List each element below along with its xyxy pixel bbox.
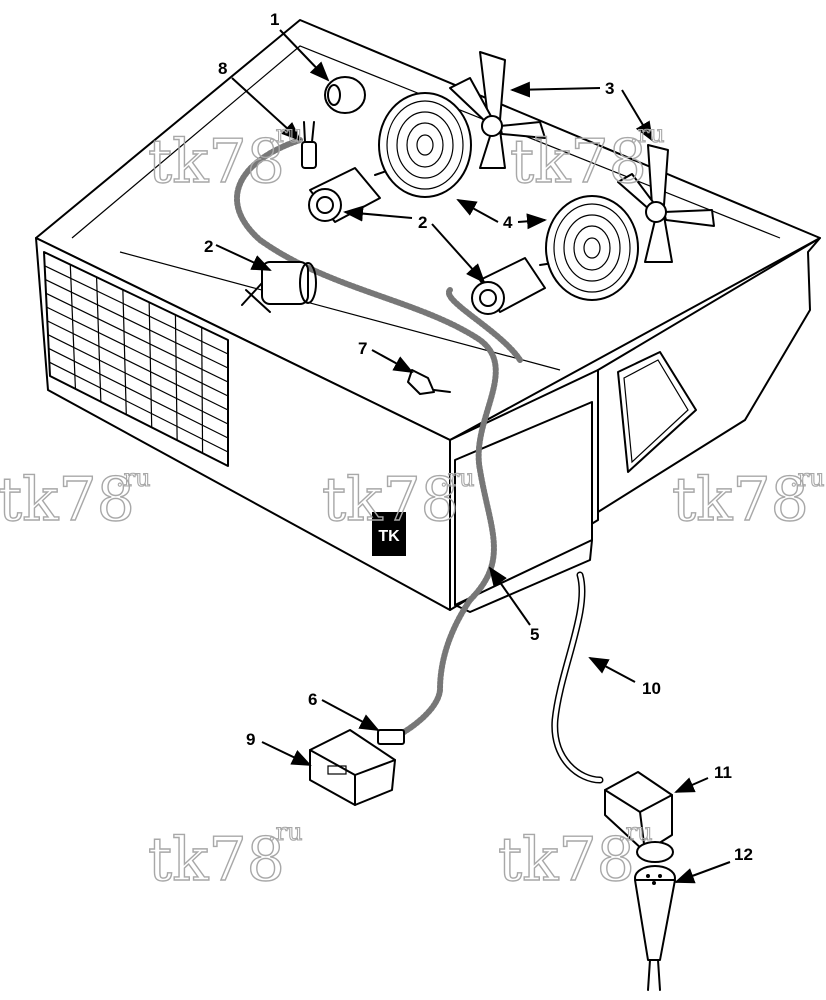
svg-text:tk78: tk78 <box>148 825 285 895</box>
part-fan-guard-lower <box>545 195 639 301</box>
evaporator-housing <box>35 19 821 613</box>
callout-3: 3 <box>605 79 614 98</box>
callout-9: 9 <box>246 730 255 749</box>
grille-divider <box>174 314 178 441</box>
callout-10: 10 <box>642 679 661 698</box>
part-fan-guard-upper <box>378 92 472 198</box>
callout-5: 5 <box>530 625 539 644</box>
grille-divider <box>122 289 127 415</box>
svg-text:tk78: tk78 <box>510 127 647 197</box>
watermark: tk78 .ru <box>321 463 475 535</box>
grille-slat <box>47 334 229 425</box>
part-capacitor <box>324 76 366 114</box>
watermark: tk78 .ru <box>671 463 825 535</box>
svg-text:.ru: .ru <box>618 818 653 846</box>
part-motor-lower <box>471 257 561 315</box>
part-fan-blade-upper <box>449 51 546 169</box>
svg-text:tk78: tk78 <box>322 465 459 535</box>
svg-text:.ru: .ru <box>440 464 475 492</box>
watermark-group: tk78 .ru tk78 .ru tk78 .ru tk78 .ru tk78… <box>0 119 825 895</box>
svg-text:.ru: .ru <box>790 464 825 492</box>
leader-lines <box>215 29 731 884</box>
air-grille <box>43 251 229 467</box>
part-angle-plug <box>604 771 674 863</box>
watermark: tk78 .ru <box>0 463 151 535</box>
svg-text:tk78: tk78 <box>148 127 285 197</box>
callout-4: 4 <box>503 213 513 232</box>
grille-divider <box>201 327 204 454</box>
grille-slat <box>45 292 229 383</box>
power-cord <box>551 571 604 784</box>
svg-text:.ru: .ru <box>268 120 303 148</box>
watermark: tk78 .ru <box>147 817 303 895</box>
svg-text:.ru: .ru <box>116 464 151 492</box>
grille-slat <box>45 279 229 369</box>
grille-divider <box>69 264 77 389</box>
callout-2-left: 2 <box>204 237 213 256</box>
svg-text:.ru: .ru <box>268 818 303 846</box>
grille-divider <box>148 302 153 428</box>
grille-slat <box>49 361 229 453</box>
callout-12: 12 <box>734 845 753 864</box>
svg-text:.ru: .ru <box>630 120 665 148</box>
grille-slat <box>44 265 229 355</box>
grille-slat <box>48 347 229 439</box>
grille-slat <box>46 306 229 397</box>
part-fan-blade-lower <box>617 144 715 263</box>
callout-1: 1 <box>270 10 279 29</box>
part-harness-plug <box>377 729 405 745</box>
part-motor-left <box>241 261 317 313</box>
thermo-king-logo: TK <box>372 512 406 556</box>
callout-labels: 1 2 2 2 3 3 4 4 5 6 7 8 9 10 11 12 <box>204 10 753 864</box>
watermark: tk78 .ru <box>147 119 303 197</box>
part-control-panel <box>309 729 396 806</box>
watermark: tk78 .ru <box>497 817 653 895</box>
part-switch <box>301 121 317 169</box>
part-connector <box>407 369 451 395</box>
wiring-harness <box>233 137 523 743</box>
svg-text:tk78: tk78 <box>498 825 635 895</box>
part-socket <box>634 865 676 991</box>
callout-6: 6 <box>308 690 317 709</box>
watermark: tk78 .ru <box>509 119 665 197</box>
svg-text:tk78: tk78 <box>0 465 135 535</box>
callout-7: 7 <box>358 339 367 358</box>
callout-2-upper: 2 <box>418 213 427 232</box>
callout-11: 11 <box>714 763 732 782</box>
grille-slat <box>47 320 229 411</box>
callout-8: 8 <box>218 59 227 78</box>
svg-text:tk78: tk78 <box>672 465 809 535</box>
grille-divider <box>95 277 102 402</box>
part-motor-upper <box>308 167 396 223</box>
svg-text:TK: TK <box>378 528 400 545</box>
